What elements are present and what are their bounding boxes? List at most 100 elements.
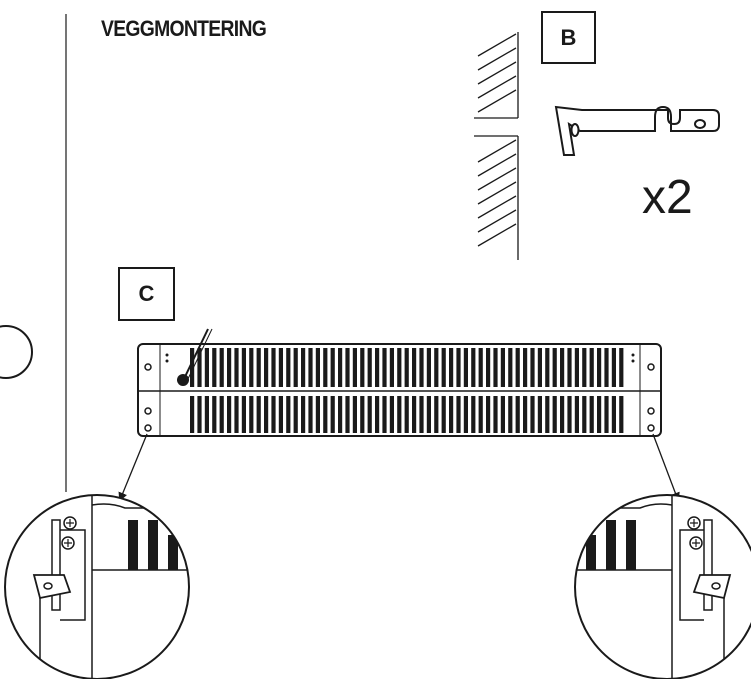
grille-slot <box>523 396 528 433</box>
grille-slot <box>589 348 594 387</box>
grille-slot <box>434 348 439 387</box>
page-heading: VEGGMONTERING <box>101 16 267 41</box>
wall-hatch-line <box>477 181 517 205</box>
grille-slot <box>530 396 535 433</box>
wall-bracket <box>554 105 720 156</box>
grille-slot <box>508 348 513 387</box>
grille-slot <box>597 396 602 433</box>
grille-slot <box>352 396 357 433</box>
grille-slot <box>338 396 343 433</box>
wall-hatch-line <box>477 153 517 177</box>
grille-slot <box>278 348 283 387</box>
grille-slot <box>227 396 232 433</box>
wall-section <box>474 32 519 260</box>
grille-slot <box>493 396 498 433</box>
grille-slot <box>323 348 328 387</box>
grille-slot <box>264 396 269 433</box>
grille-slot <box>589 396 594 433</box>
grille-slot <box>463 348 468 387</box>
grille-slot <box>315 396 320 433</box>
grille-slot <box>271 396 276 433</box>
grille-slot <box>449 348 454 387</box>
wall-hatch-line <box>477 61 517 85</box>
grille-slot <box>301 348 306 387</box>
grille-slot <box>619 396 624 433</box>
grille-slot <box>412 348 417 387</box>
grille-slot <box>338 348 343 387</box>
grille-slot <box>560 396 565 433</box>
grille-slot <box>604 396 609 433</box>
grille-slot <box>419 348 424 387</box>
detail-left <box>4 494 190 679</box>
grille-slot <box>493 348 498 387</box>
grille-slot <box>545 396 550 433</box>
grille-slot <box>404 396 409 433</box>
wall-hatch-line <box>477 139 517 163</box>
grille-slot <box>604 348 609 387</box>
grille-slot <box>486 396 491 433</box>
grille-slot <box>619 348 624 387</box>
grille-slot <box>611 396 616 433</box>
grille-slot <box>212 348 217 387</box>
grille-slot <box>463 396 468 433</box>
wall-hatch-line <box>477 33 517 57</box>
arrow-right <box>652 433 680 502</box>
grille-slot <box>434 396 439 433</box>
grille-slot <box>515 348 520 387</box>
grille-slot <box>308 348 313 387</box>
grille-slot <box>515 396 520 433</box>
wall-hatch-line <box>477 209 517 233</box>
grille-slot <box>360 348 365 387</box>
grille-slot <box>308 396 313 433</box>
grille-slot <box>456 348 461 387</box>
grille-slot <box>249 396 254 433</box>
heater-unit <box>137 328 662 437</box>
grille-slot <box>330 396 335 433</box>
grille-slot <box>508 396 513 433</box>
grille-slot <box>419 396 424 433</box>
wall-hatch-line <box>477 167 517 191</box>
grille-slot <box>256 396 261 433</box>
grille-slot <box>375 396 380 433</box>
grille-slot <box>249 348 254 387</box>
grille-slot <box>241 348 246 387</box>
grille-slot <box>471 396 476 433</box>
grille-slot <box>404 348 409 387</box>
grille-slot <box>293 396 298 433</box>
grille-slot <box>574 396 579 433</box>
grille-slot <box>456 396 461 433</box>
grille-slot <box>197 396 202 433</box>
grille-slot <box>323 396 328 433</box>
grille-slot <box>389 348 394 387</box>
grille-slot <box>530 348 535 387</box>
grille-slot <box>582 348 587 387</box>
wall-hatch-line <box>477 75 517 99</box>
grille-slot <box>471 348 476 387</box>
wall-hatch-line <box>477 89 517 113</box>
grille-slot <box>552 396 557 433</box>
grille-slot <box>345 396 350 433</box>
grille-slot <box>190 348 195 387</box>
grille-slot <box>256 348 261 387</box>
grille-slot <box>500 396 505 433</box>
grille-slot <box>219 348 224 387</box>
grille-slot <box>301 396 306 433</box>
grille-slot <box>500 348 505 387</box>
grille-slot <box>486 348 491 387</box>
grille-slot <box>286 348 291 387</box>
grille-slot <box>375 348 380 387</box>
grille-slot <box>397 396 402 433</box>
grille-slot <box>545 348 550 387</box>
grille-slot <box>219 396 224 433</box>
grille-slot <box>234 348 239 387</box>
grille-slot <box>412 396 417 433</box>
grille-slot <box>241 396 246 433</box>
grille-slot <box>315 348 320 387</box>
wall-hatch-line <box>477 195 517 219</box>
grille-slot <box>478 396 483 433</box>
detail-right <box>574 494 751 679</box>
grille-slot <box>286 396 291 433</box>
grille-slot <box>382 348 387 387</box>
grille-slot <box>523 348 528 387</box>
